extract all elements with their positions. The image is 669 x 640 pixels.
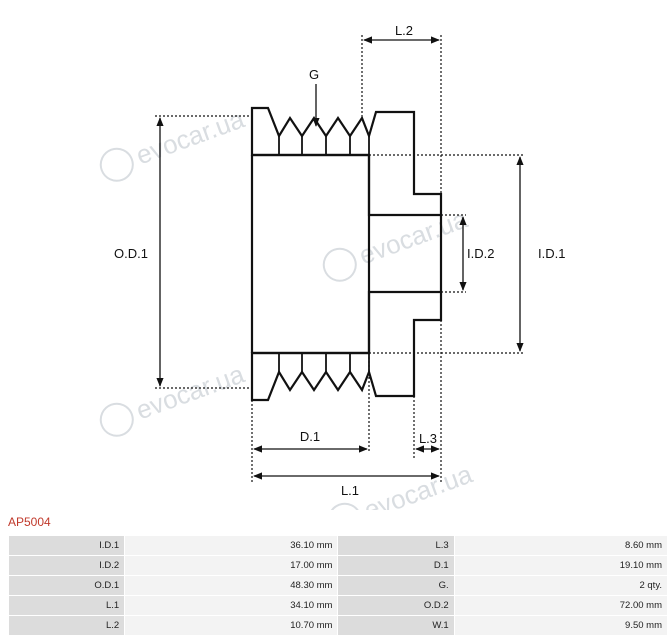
label-l1: L.1 xyxy=(341,483,359,498)
spec-label: O.D.1 xyxy=(9,576,125,595)
spec-label: L.2 xyxy=(9,616,125,635)
label-od1: O.D.1 xyxy=(114,246,148,261)
spec-value: 17.00 mm xyxy=(125,556,338,575)
spec-label: L.1 xyxy=(9,596,125,615)
spec-value: 10.70 mm xyxy=(125,616,338,635)
spec-value: 34.10 mm xyxy=(125,596,338,615)
spec-value: 19.10 mm xyxy=(454,556,667,575)
label-d1: D.1 xyxy=(300,429,320,444)
label-id2: I.D.2 xyxy=(467,246,494,261)
part-code: AP5004 xyxy=(8,515,51,529)
watermark-text: evocar.ua xyxy=(360,458,477,510)
spec-label: L.3 xyxy=(338,536,454,555)
spec-value: 2 qty. xyxy=(454,576,667,595)
watermark-text: evocar.ua xyxy=(132,103,249,170)
spec-label: W.1 xyxy=(338,616,454,635)
spec-value: 48.30 mm xyxy=(125,576,338,595)
label-groove: G xyxy=(309,67,319,82)
label-l3: L.3 xyxy=(419,431,437,446)
spec-value: 72.00 mm xyxy=(454,596,667,615)
watermark-text: evocar.ua xyxy=(132,358,249,425)
spec-label: I.D.1 xyxy=(9,536,125,555)
spec-value: 9.50 mm xyxy=(454,616,667,635)
spec-value: 36.10 mm xyxy=(125,536,338,555)
watermark-text: evocar.ua xyxy=(355,203,472,270)
label-id1: I.D.1 xyxy=(538,246,565,261)
spec-label: D.1 xyxy=(338,556,454,575)
spec-label: I.D.2 xyxy=(9,556,125,575)
pulley-technical-drawing: evocar.ua evocar.ua evocar.ua evocar.ua xyxy=(99,23,565,510)
label-l2: L.2 xyxy=(395,23,413,38)
extension-lines xyxy=(155,35,523,482)
spec-label: G. xyxy=(338,576,454,595)
spec-label: O.D.2 xyxy=(338,596,454,615)
pulley-outline xyxy=(250,106,443,402)
groove-lines xyxy=(278,136,370,372)
dimension-arrows xyxy=(156,36,524,480)
spec-value: 8.60 mm xyxy=(454,536,667,555)
